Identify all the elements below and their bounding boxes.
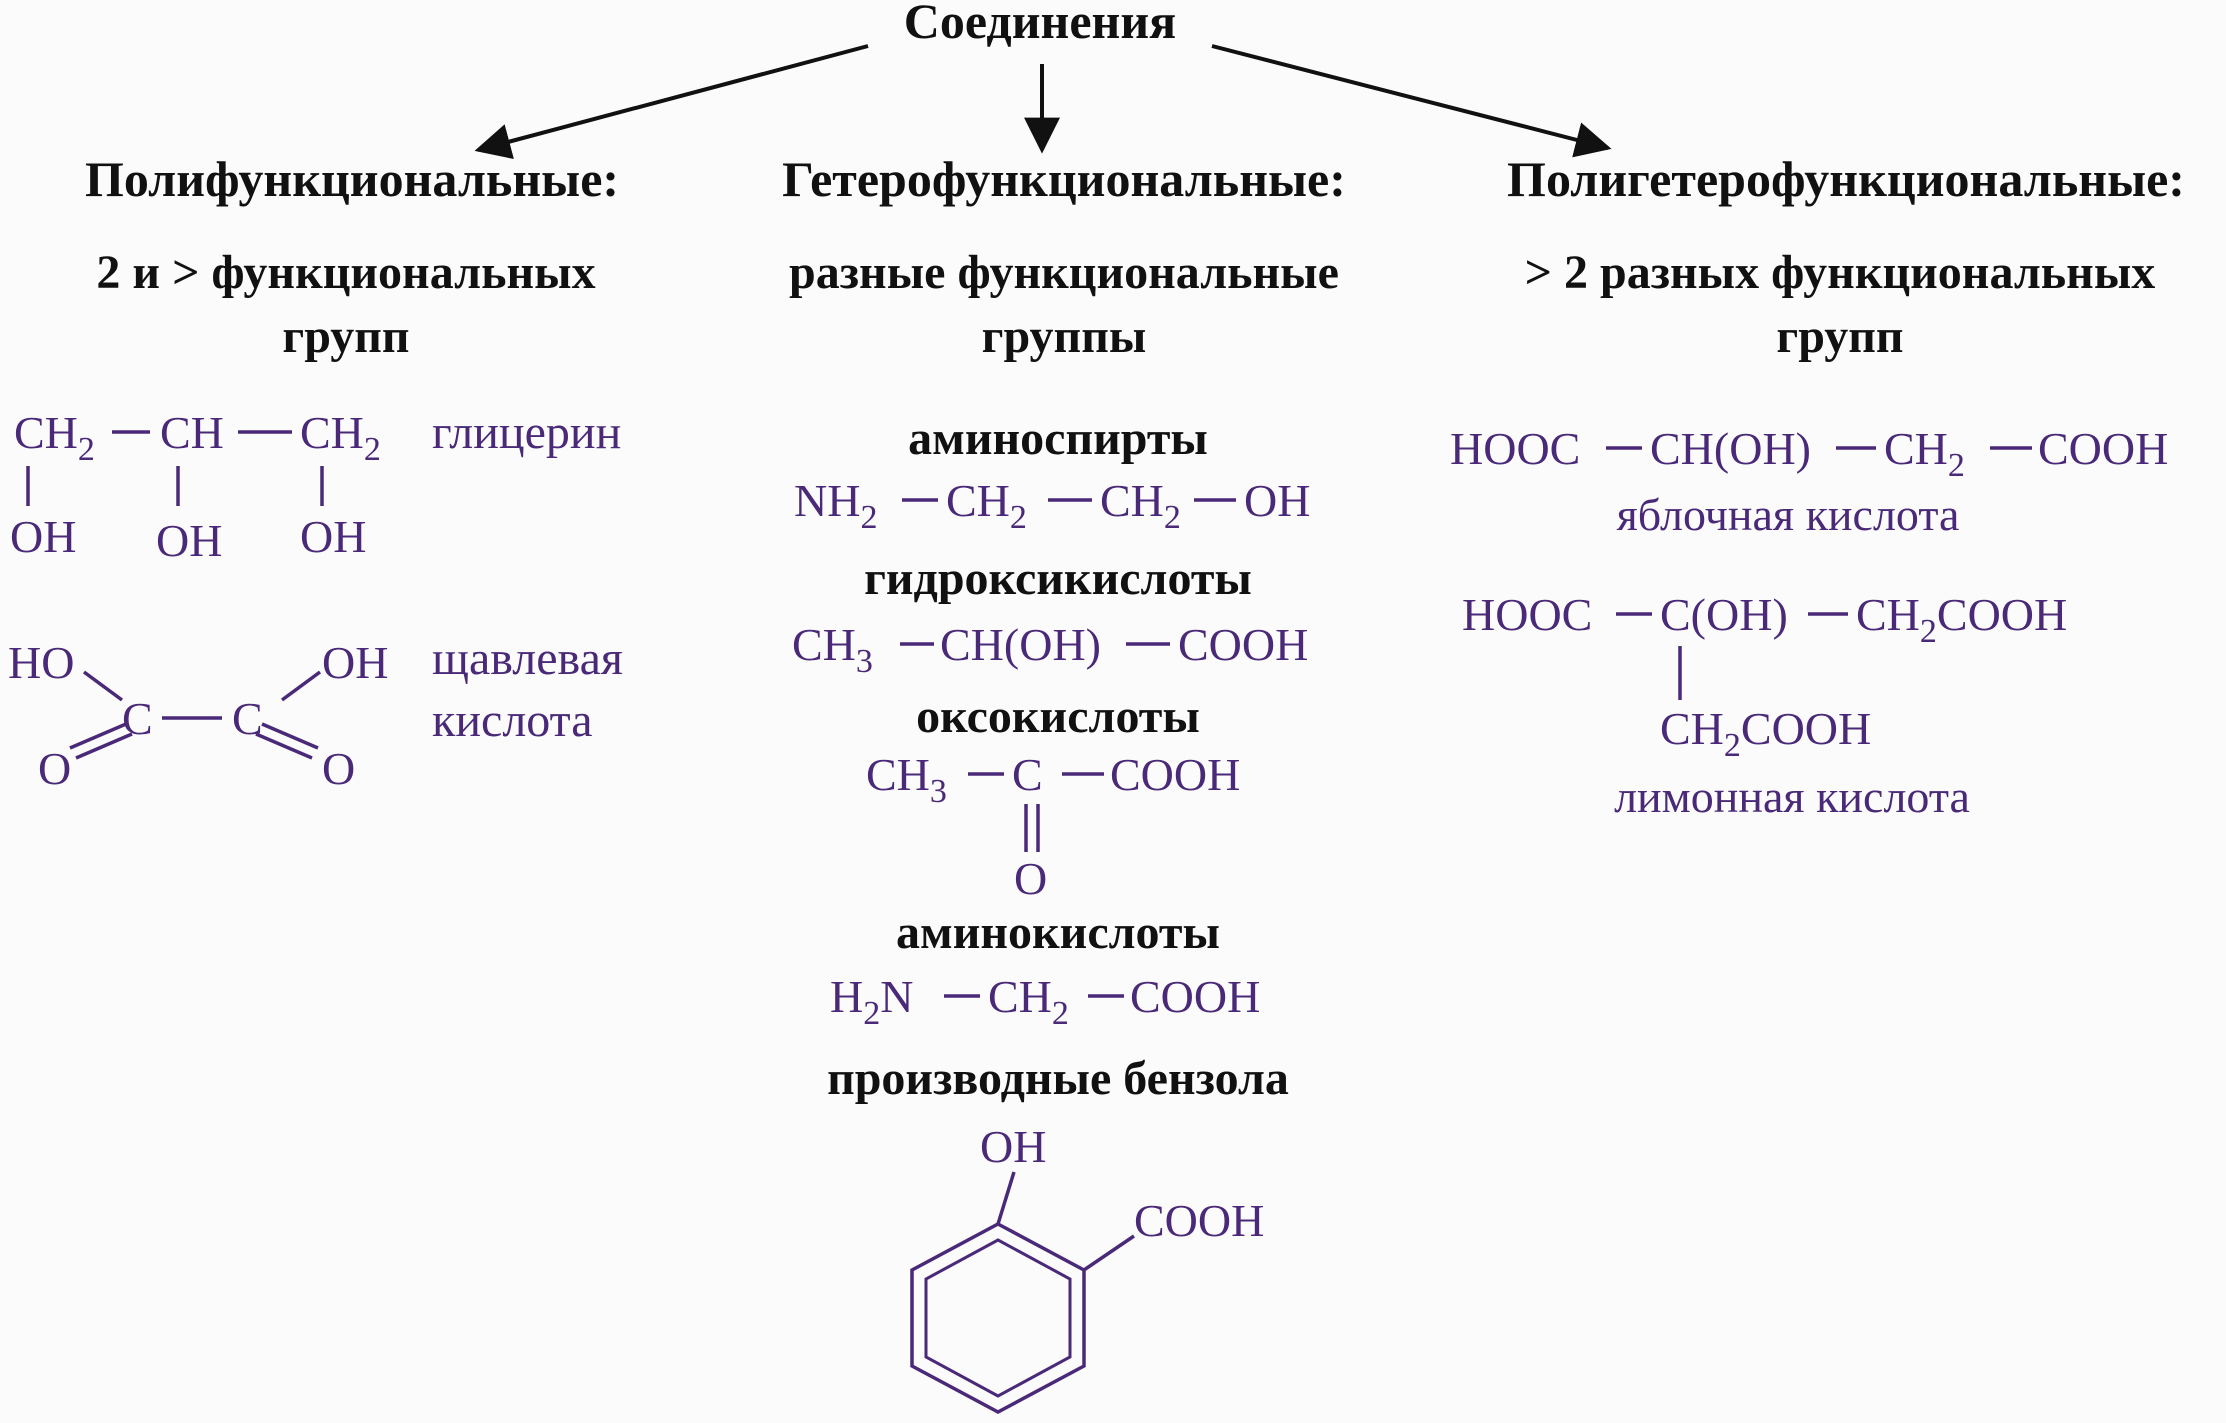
atom-label: CH(OH): [940, 619, 1101, 670]
column-description: разные функциональные: [789, 246, 1339, 299]
atom-label: CH2COOH: [1856, 589, 2067, 650]
column-heading: Гетерофункциональные:: [782, 151, 1346, 207]
column-heterofunctional-header: Гетерофункциональные: разные функциональ…: [782, 151, 1346, 363]
atom-label: COOH: [1130, 971, 1260, 1022]
atom-label: HOOC: [1450, 423, 1580, 474]
atom-label: COOH: [1110, 749, 1240, 800]
arrow-to-polyheterofunctional: [1211, 44, 1612, 158]
bond: [280, 670, 322, 702]
atom-label: OH: [300, 511, 366, 562]
atom-label: CH2: [300, 407, 381, 468]
bond: [1083, 1234, 1135, 1272]
atom-label: HO: [8, 637, 74, 688]
column-polyheterofunctional-header: Полигетерофункциональные: > 2 разных фун…: [1507, 151, 2185, 363]
atom-label: OH: [980, 1121, 1046, 1172]
aminoalcohol-formula: NH2 CH2 CH2 OH: [794, 475, 1310, 536]
atom-label: CH(OH): [1650, 423, 1811, 474]
atom-label: OH: [1244, 475, 1310, 526]
category-aminoacids: аминокислоты: [896, 906, 1220, 959]
atom-label: C: [1012, 749, 1043, 800]
column-description: группы: [982, 310, 1147, 363]
malic-acid-name: яблочная кислота: [1617, 489, 1960, 540]
column-description: 2 и > функциональных: [96, 246, 595, 299]
atom-label: CH3: [866, 749, 947, 810]
arrow-to-polyfunctional: [474, 44, 869, 160]
atom-label: NH2: [794, 475, 877, 536]
column-polyfunctional-header: Полифункциональные: 2 и > функциональных…: [85, 151, 619, 363]
atom-label: CH2: [14, 407, 95, 468]
atom-label: O: [38, 743, 71, 794]
atom-label: O: [1014, 853, 1047, 904]
oxoacid-formula: CH3 C COOH O: [866, 749, 1240, 904]
column-heading: Полигетерофункциональные:: [1507, 151, 2185, 207]
category-aminoalcohols: аминоспирты: [908, 412, 1208, 465]
salicylic-acid-structure: OH COOH: [910, 1121, 1264, 1414]
column-description: групп: [1776, 310, 1903, 363]
oxalic-acid-name: щавлевая: [432, 632, 623, 685]
bond: [82, 670, 124, 702]
atom-label: CH2: [946, 475, 1027, 536]
atom-label: COOH: [2038, 423, 2168, 474]
bond: [75, 732, 133, 760]
citric-acid-formula: HOOC C(OH) CH2COOH CH2COOH: [1462, 589, 2067, 764]
bond: [261, 722, 319, 750]
column-description: > 2 разных функциональных: [1525, 246, 2156, 299]
atom-label: CH2: [1884, 423, 1965, 484]
oxalic-acid-structure: HO OH C C O O: [8, 637, 388, 794]
column-description: групп: [282, 310, 409, 363]
atom-label: OH: [322, 637, 388, 688]
glycerol-name: глицерин: [432, 406, 621, 459]
benzene-ring: [910, 1222, 1086, 1414]
hydroxyacid-formula: CH3 CH(OH) COOH: [792, 619, 1308, 680]
atom-label: CH: [160, 407, 224, 458]
oxalic-acid-name: кислота: [432, 694, 593, 747]
malic-acid-formula: HOOC CH(OH) CH2 COOH: [1450, 423, 2168, 484]
root-title: Соединения: [904, 0, 1176, 49]
category-hydroxyacids: гидроксикислоты: [864, 552, 1252, 605]
category-oxoacids: оксокислоты: [916, 690, 1200, 743]
atom-label: H2N: [830, 971, 913, 1032]
aminoacid-formula: H2N CH2 COOH: [830, 971, 1260, 1032]
benzene-inner-ring: [924, 1238, 1072, 1398]
atom-label: COOH: [1178, 619, 1308, 670]
atom-label: OH: [156, 515, 222, 566]
atom-label: CH2: [1100, 475, 1181, 536]
column-heading: Полифункциональные:: [85, 151, 619, 207]
atom-label: OH: [10, 511, 76, 562]
atom-label: HOOC: [1462, 589, 1592, 640]
citric-acid-name: лимонная кислота: [1614, 771, 1970, 822]
category-benzene-derivatives: производные бензола: [827, 1052, 1289, 1105]
atom-label: C(OH): [1660, 589, 1788, 640]
bond: [69, 722, 127, 750]
atom-label: CH3: [792, 619, 873, 680]
atom-label: O: [322, 743, 355, 794]
glycerol-structure: CH2 CH CH2 OH OH OH: [10, 407, 381, 566]
bond: [996, 1171, 1016, 1225]
atom-label: COOH: [1134, 1195, 1264, 1246]
bond: [255, 732, 313, 760]
atom-label: CH2: [988, 971, 1069, 1032]
atom-label: CH2COOH: [1660, 703, 1871, 764]
